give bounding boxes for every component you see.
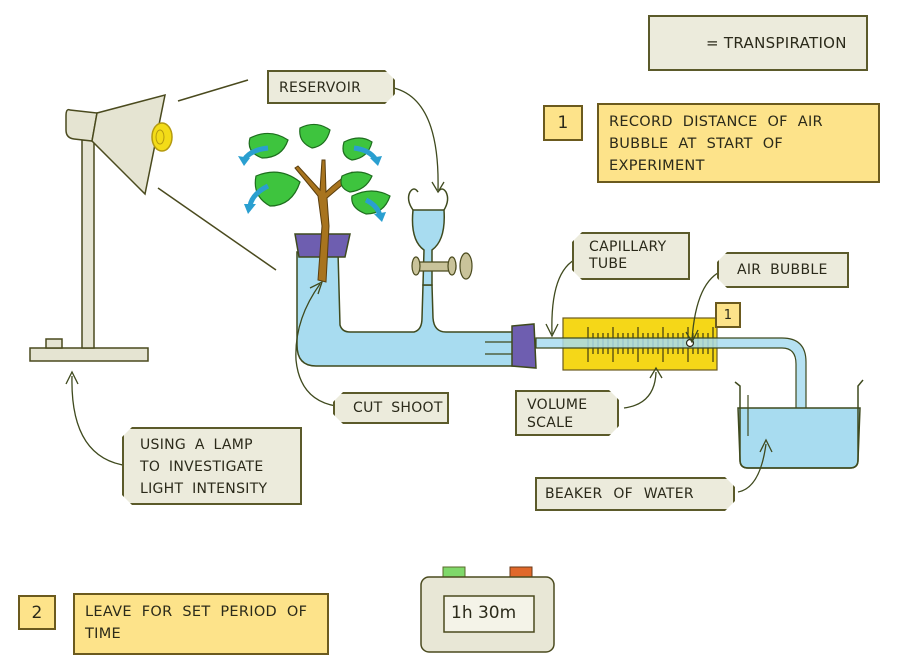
legend-text: = TRANSPIRATION — [706, 34, 847, 52]
lamp-head — [65, 108, 98, 142]
step-1-number: 1 — [543, 105, 583, 141]
step-2-number: 2 — [18, 595, 56, 630]
lamp-shade — [91, 93, 166, 196]
volume-scale-label: VOLUME SCALE — [515, 390, 619, 436]
volume-scale-label-line1: VOLUME — [527, 397, 588, 413]
light-ray-upper — [177, 79, 249, 102]
step-1-note: RECORD DISTANCE OF AIR BUBBLE AT START O… — [597, 103, 880, 183]
lamp — [29, 79, 277, 362]
light-bulb — [151, 122, 173, 152]
beaker — [734, 379, 864, 469]
reservoir-label: RESERVOIR — [267, 70, 395, 104]
potometer-tube — [294, 188, 537, 369]
cut-shoot-label: CUT SHOOT — [333, 392, 449, 424]
timer-display — [443, 595, 535, 633]
timer-stop-button[interactable] — [509, 566, 533, 578]
air-bubble-label: AIR BUBBLE — [717, 252, 849, 288]
lamp-stand — [81, 139, 95, 349]
timer-start-button[interactable] — [442, 566, 466, 578]
step-2-note: LEAVE FOR SET PERIOD OF TIME — [73, 593, 329, 655]
side-bung — [511, 323, 537, 369]
lamp-switch — [45, 338, 63, 349]
water-tube — [296, 251, 517, 367]
cut-shoot-plant — [238, 123, 391, 283]
timer — [420, 566, 555, 653]
capillary-tube-label: CAPILLARY TUBE — [572, 232, 690, 280]
lamp-label-line1: USING A LAMP — [140, 437, 253, 453]
capillary-tube-label-line1: CAPILLARY — [589, 239, 667, 255]
capillary-tube-label-line2: TUBE — [589, 256, 628, 272]
beaker-of-water-label: BEAKER OF WATER — [535, 477, 735, 511]
lamp-label-line3: LIGHT INTENSITY — [140, 481, 268, 497]
legend-box: = TRANSPIRATION — [648, 15, 868, 71]
beaker-outline — [734, 379, 864, 469]
timer-display-text: 1h 30m — [451, 603, 517, 623]
volume-scale-label-line2: SCALE — [527, 415, 574, 431]
scale-marker-1: 1 — [715, 302, 741, 328]
reservoir-bulb — [411, 209, 445, 286]
lamp-label-line2: TO INVESTIGATE — [140, 459, 264, 475]
lamp-label: USING A LAMP TO INVESTIGATE LIGHT INTENS… — [122, 427, 302, 505]
light-ray-lower — [157, 187, 277, 271]
lamp-base — [29, 347, 149, 362]
